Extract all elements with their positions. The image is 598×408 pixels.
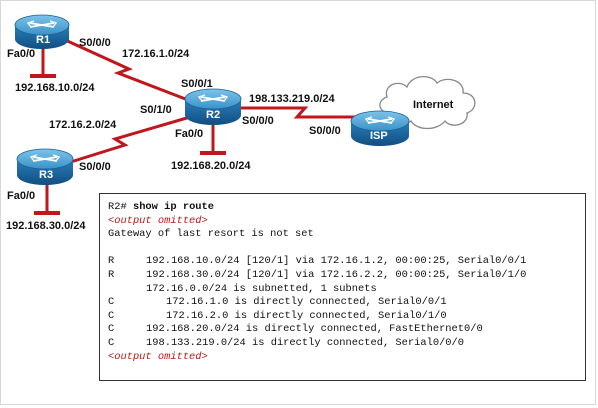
isp-s000-label: S0/0/0 <box>309 125 341 137</box>
network-r1-r2-label: 172.16.1.0/24 <box>122 48 190 60</box>
router-r2-label: R2 <box>206 109 221 121</box>
network-r2-r3-label: 172.16.2.0/24 <box>49 119 117 131</box>
route-code: R <box>108 255 115 268</box>
network-r2-lan-label: 192.168.20.0/24 <box>171 160 251 172</box>
router-isp-label: ISP <box>370 130 388 142</box>
r3-fa00-label: Fa0/0 <box>7 190 36 202</box>
route-code: C <box>108 309 115 322</box>
serial-link-r2-isp <box>237 106 355 119</box>
internet-label: Internet <box>413 99 454 111</box>
route-code: R <box>108 268 115 281</box>
route-text: 172.16.2.0 is directly connected, Serial… <box>166 309 447 322</box>
r2-s001-label: S0/0/1 <box>181 78 213 90</box>
output-omitted-top: <output omitted> <box>108 214 208 227</box>
routing-table-output: R2# show ip route <output omitted> Gatew… <box>99 193 586 381</box>
route-entry: C 198.133.219.0/24 is directly connected,… <box>108 337 577 351</box>
route-code: C <box>108 296 115 309</box>
route-text: 192.168.10.0/24 [120/1] via 172.16.1.2, … <box>146 255 527 268</box>
r1-fa00-label: Fa0/0 <box>7 48 36 60</box>
cli-command: show ip route <box>132 201 215 213</box>
route-text: 192.168.30.0/24 [120/1] via 172.16.2.2, … <box>146 268 527 281</box>
route-entry: R 192.168.30.0/24 [120/1] via 172.16.2.2,… <box>108 269 577 283</box>
r3-s000-label: S0/0/0 <box>79 161 111 173</box>
route-entry: C 172.16.1.0 is directly connected, Seria… <box>108 296 577 310</box>
r2-s000-label: S0/0/0 <box>242 115 274 127</box>
network-r3-lan-label: 192.168.30.0/24 <box>6 220 86 232</box>
route-code: C <box>108 336 115 349</box>
route-code: C <box>108 323 115 336</box>
serial-link-r2-r3 <box>60 113 198 167</box>
route-entry: 172.16.0.0/24 is subnetted, 1 subnets <box>108 283 577 297</box>
blank-line <box>108 242 577 256</box>
route-text: 192.168.20.0/24 is directly connected, F… <box>146 323 483 336</box>
output-omitted-bottom: <output omitted> <box>108 350 208 363</box>
route-text: 172.16.1.0 is directly connected, Serial… <box>166 296 447 309</box>
router-r2-icon <box>184 88 242 125</box>
route-entry: R 192.168.10.0/24 [120/1] via 172.16.1.2,… <box>108 255 577 269</box>
route-entry: C 192.168.20.0/24 is directly connected, … <box>108 323 577 337</box>
serial-link-r1-r2 <box>62 37 202 107</box>
network-r1-lan-label: 192.168.10.0/24 <box>15 82 95 94</box>
network-r2-isp-label: 198.133.219.0/24 <box>249 93 335 105</box>
lan-r1 <box>30 48 56 78</box>
route-entry: C 172.16.2.0 is directly connected, Seria… <box>108 310 577 324</box>
router-r1-icon <box>14 14 70 49</box>
r2-fa00-label: Fa0/0 <box>175 128 204 140</box>
route-text: 172.16.0.0/24 is subnetted, 1 subnets <box>146 282 377 295</box>
r1-s000-label: S0/0/0 <box>79 37 111 49</box>
cli-prompt: R2# <box>108 201 133 213</box>
router-isp-icon <box>350 110 410 146</box>
route-list: R 192.168.10.0/24 [120/1] via 172.16.1.2,… <box>108 255 577 350</box>
router-r3-label: R3 <box>39 169 54 181</box>
route-text: 198.133.219.0/24 is directly connected, … <box>146 336 465 349</box>
router-r3-icon <box>16 148 74 185</box>
command-line: R2# show ip route <box>108 201 577 215</box>
lan-r2 <box>200 125 226 155</box>
gateway-line: Gateway of last resort is not set <box>108 228 314 241</box>
r2-s010-label: S0/1/0 <box>140 104 172 116</box>
router-r1-label: R1 <box>36 34 51 46</box>
lan-r3 <box>34 181 60 215</box>
